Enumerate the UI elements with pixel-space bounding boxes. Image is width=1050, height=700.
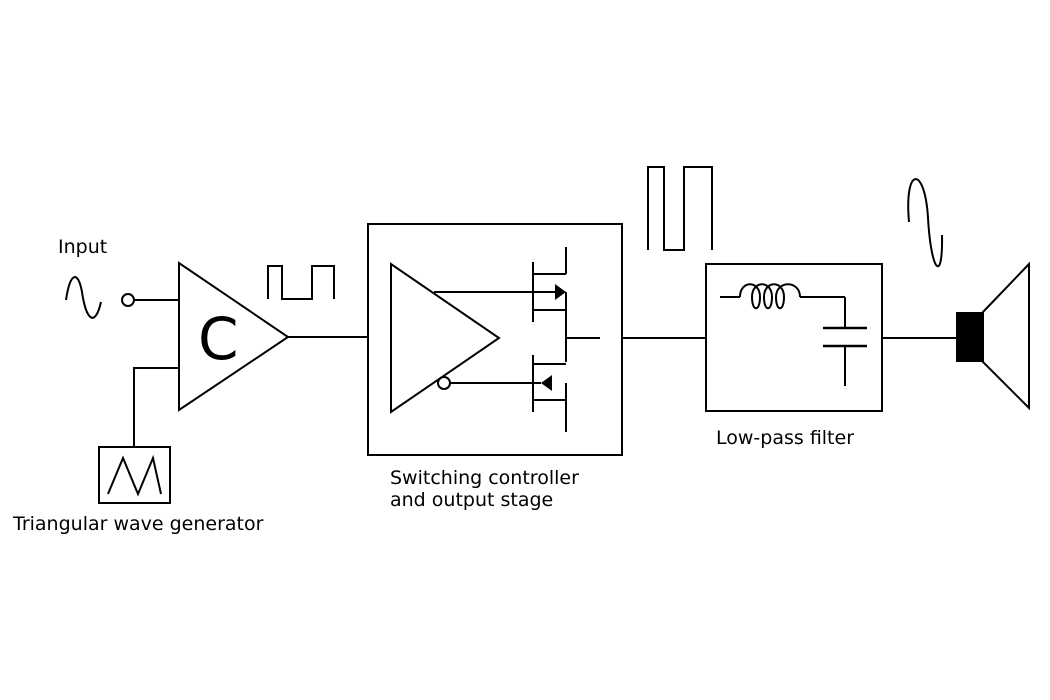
inductor-icon xyxy=(720,283,845,310)
inverter-bubble xyxy=(437,376,451,390)
amplified-square-wave-icon xyxy=(647,166,713,251)
triangle-wave-icon xyxy=(107,454,162,497)
input-terminal xyxy=(121,293,135,307)
upper-mosfet-icon xyxy=(532,247,567,362)
low-pass-filter-label: Low-pass filter xyxy=(716,427,854,449)
pwm-square-wave-icon xyxy=(267,265,335,300)
output-sine-wave-icon xyxy=(907,178,944,268)
switching-label-line2: and output stage xyxy=(390,489,553,511)
triangular-wave-generator-box xyxy=(98,446,171,504)
capacitor-icon xyxy=(823,297,867,386)
speaker-icon xyxy=(956,261,1030,411)
triangle-generator-wire xyxy=(133,367,179,447)
comparator-triangle xyxy=(178,261,290,412)
triangular-generator-label: Triangular wave generator xyxy=(12,513,264,535)
comparator-label: C xyxy=(198,305,239,373)
switching-controller-box xyxy=(367,223,623,456)
input-label: Input xyxy=(58,236,107,258)
input-sine-wave-icon xyxy=(65,276,102,319)
driver-triangle xyxy=(390,262,501,414)
switching-label-line1: Switching controller xyxy=(390,467,579,489)
lower-mosfet-icon xyxy=(532,355,567,432)
